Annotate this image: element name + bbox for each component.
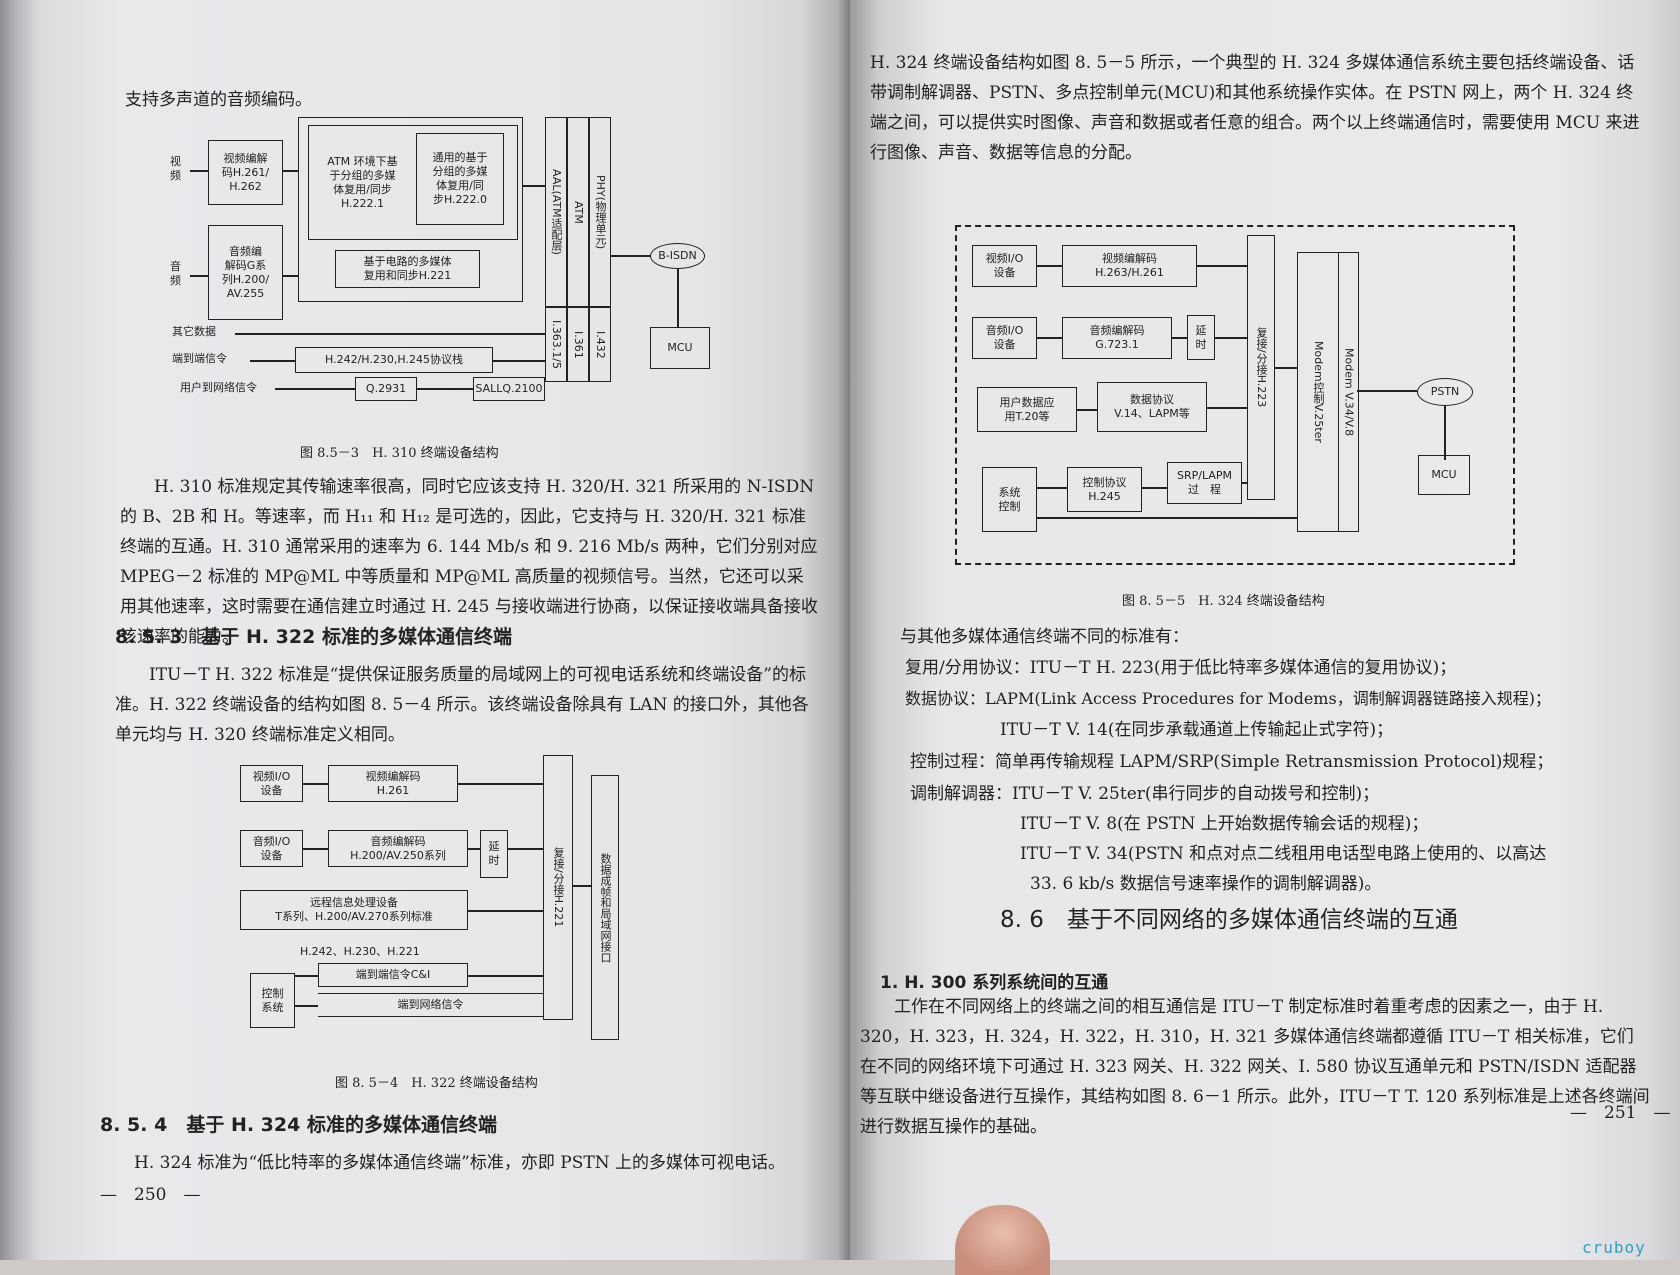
lan-interface-box: 数据成帧和局域网接口 [591, 775, 619, 1040]
aal-box: AAL(ATM适配层) [545, 117, 567, 307]
video-codec-box: 视频编解码 H.261 [328, 765, 458, 802]
figure-8-5-4: 视频I/O 设备 视频编解码 H.261 音频I/O 设备 音频编解码 H.20… [240, 755, 670, 1055]
mcu-box: MCU [650, 327, 710, 369]
mcu-box: MCU [1418, 455, 1470, 495]
subheading-h300: 1. H. 300 系列系统间的互通 [880, 973, 1109, 993]
srp-lapm-box: SRP/LAPM 过 程 [1167, 462, 1242, 504]
e2e-signal-label: 端到端信令 [172, 352, 227, 365]
modem-control-box: Modem控制V.25ter [1297, 252, 1339, 532]
i3631-box: I.363.1/5 [545, 307, 567, 382]
i432-box: I.432 [589, 307, 611, 382]
bisdn-node: B-ISDN [650, 243, 705, 269]
paragraph-h324-structure: H. 324 终端设备结构如图 8. 5－5 所示，一个典型的 H. 324 多… [870, 53, 1640, 163]
paragraph-h310: H. 310 标准规定其传输速率很高，同时它应该支持 H. 320/H. 321… [120, 477, 818, 647]
figure-8-5-3: 视 频 音 频 视频编解 码H.261/ H.262 音频编 解码G系 列H.2… [160, 115, 730, 415]
user-data-box: 用户数据应 用T.20等 [977, 387, 1077, 432]
page-number-left: — 250 — [100, 1185, 201, 1205]
video-label: 视 频 [170, 155, 181, 182]
list-item-control: 控制过程：简单再传输规程 LAPM/SRP(Simple Retransmiss… [910, 752, 1554, 772]
video-io-box: 视频I/O 设备 [972, 245, 1037, 287]
right-page: H. 324 终端设备结构如图 8. 5－5 所示，一个典型的 H. 324 多… [850, 0, 1680, 1260]
sall-box: SALLQ.2100 [473, 377, 545, 401]
list-item-v8: ITU－T V. 8(在 PSTN 上开始数据传输会话的规程)； [1020, 814, 1429, 834]
user-net-line: 端到网络信令 [318, 993, 543, 1017]
control-protocol-box: 控制协议 H.245 [1067, 467, 1142, 512]
audio-codec-box: 音频编解码 H.200/AV.250系列 [328, 830, 468, 867]
audio-io-box: 音频I/O 设备 [972, 317, 1037, 359]
heading-8-5-4: 8. 5. 4 基于 H. 324 标准的多媒体通信终端 [100, 1114, 497, 1136]
circuit-mux-box: 基于电路的多媒体 复用和同步H.221 [335, 250, 480, 288]
list-intro: 与其他多媒体通信终端不同的标准有： [900, 627, 1189, 647]
video-codec-box: 视频编解码 H.263/H.261 [1062, 245, 1197, 287]
i361-box: I.361 [567, 307, 589, 382]
paragraph-h324: H. 324 标准为“低比特率的多媒体通信终端”标准，亦即 PSTN 上的多媒体… [134, 1153, 785, 1173]
user-net-signal-label: 用户到网络信令 [180, 381, 257, 394]
atm-mux-label: ATM 环境下基 于分组的多媒 体复用/同步 H.222.1 [327, 155, 398, 210]
page-number-right: — 251 — [1570, 1103, 1671, 1123]
protocol-stack-box: H.242/H.230,H.245协议栈 [295, 347, 493, 373]
mux-inner-box [308, 125, 518, 240]
video-io-box: 视频I/O 设备 [240, 765, 303, 802]
other-data-label: 其它数据 [172, 325, 216, 338]
pstn-node: PSTN [1417, 378, 1473, 406]
mux-outer-box [298, 117, 523, 302]
atm-box: ATM [567, 117, 589, 307]
data-protocol-box: 数据协议 V.14、LAPM等 [1097, 382, 1207, 432]
system-control-box: 系统 控制 [982, 467, 1037, 532]
audio-codec-box: 音频编解码 G.723.1 [1062, 317, 1172, 359]
q2931-box: Q.2931 [355, 377, 417, 401]
heading-8-6: 8. 6 基于不同网络的多媒体通信终端的互通 [1000, 907, 1458, 933]
heading-8-5-3: 8. 5. 3 基于 H. 322 标准的多媒体通信终端 [115, 626, 512, 648]
figure-8-5-5-caption: 图 8. 5－5 H. 324 终端设备结构 [1122, 594, 1325, 609]
generic-mux-box: 通用的基于 分组的多媒 体复用/同 步H.222.0 [416, 133, 504, 225]
left-page: 支持多声道的音频编码。 视 频 音 频 视频编解 码H.261/ H.262 音… [0, 0, 850, 1260]
figure-8-5-5: 视频I/O 设备 视频编解码 H.263/H.261 音频I/O 设备 音频编解… [955, 225, 1515, 565]
video-codec-box: 视频编解 码H.261/ H.262 [208, 140, 283, 205]
list-item-v34: ITU－T V. 34(PSTN 和点对点二线租用电话型电路上使用的、以高达 [1020, 844, 1547, 864]
list-item-data: 数据协议：LAPM(Link Access Procedures for Mod… [905, 689, 1551, 708]
intro-line: 支持多声道的音频编码。 [125, 90, 312, 110]
h-list-label: H.242、H.230、H.221 [300, 945, 420, 958]
figure-8-5-3-caption: 图 8.5－3 H. 310 终端设备结构 [300, 446, 499, 461]
control-box: 控制 系统 [250, 973, 295, 1028]
list-item-v14: ITU－T V. 14(在同步承载通道上传输起止式字符)； [1000, 720, 1394, 740]
mux-h223-box: 复接/分接H.223 [1247, 235, 1275, 500]
delay-box: 延 时 [480, 830, 508, 878]
audio-codec-box: 音频编 解码G系 列H.200/ AV.255 [208, 225, 283, 320]
e2e-ci-box: 端到端信令C&I [318, 963, 468, 987]
modem-box: Modem V.34/V.8 [1339, 252, 1359, 532]
audio-label: 音 频 [170, 260, 181, 287]
telematic-box: 远程信息处理设备 T系列、H.200/AV.270系列标准 [240, 890, 468, 930]
list-item-modem: 调制解调器：ITU－T V. 25ter(串行同步的自动拨号和控制)； [910, 784, 1380, 804]
watermark: cruboy [1582, 1238, 1646, 1257]
paragraph-h322: ITU－T H. 322 标准是“提供保证服务质量的局域网上的可视电话系统和终端… [115, 665, 809, 745]
phy-box: PHY(物理单元) [589, 117, 611, 307]
mux-h221-box: 复接/分接H.221 [543, 755, 573, 1020]
paragraph-interworking: 工作在不同网络上的终端之间的相互通信是 ITU－T 制定标准时着重考虑的因素之一… [860, 997, 1650, 1137]
list-item-mux: 复用/分用协议：ITU－T H. 223(用于低比特率多媒体通信的复用协议)； [905, 658, 1457, 678]
audio-io-box: 音频I/O 设备 [240, 830, 303, 867]
delay-box: 延 时 [1187, 315, 1215, 360]
figure-8-5-4-caption: 图 8. 5－4 H. 322 终端设备结构 [335, 1076, 538, 1091]
list-item-v34-cont: 33. 6 kb/s 数据信号速率操作的调制解调器)。 [1030, 874, 1382, 894]
